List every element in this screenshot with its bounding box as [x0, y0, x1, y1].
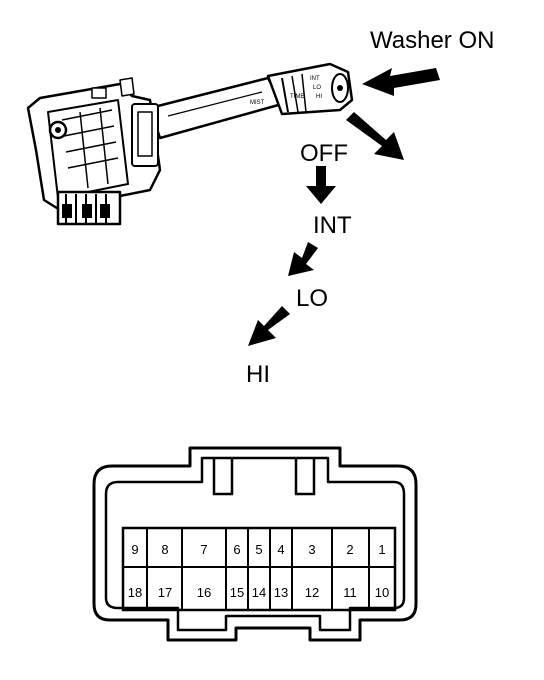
terminal-8: 8: [161, 542, 168, 557]
connector-housing-outer: [92, 446, 418, 642]
arrow-washer: [362, 68, 440, 96]
terminal-14: 14: [252, 585, 266, 600]
terminal-grid: [121, 526, 397, 612]
terminal-2: 2: [346, 542, 353, 557]
terminal-16: 16: [197, 585, 211, 600]
switch-mark-hi: HI: [316, 94, 322, 100]
switch-mark-int: INT: [310, 76, 320, 82]
terminal-1: 1: [378, 542, 385, 557]
terminal-17: 17: [158, 585, 172, 600]
label-washer-on: Washer ON: [370, 27, 494, 54]
terminal-5: 5: [255, 542, 262, 557]
label-int: INT: [313, 212, 352, 239]
terminal-18: 18: [128, 585, 142, 600]
label-lo: LO: [296, 285, 328, 312]
terminal-11: 11: [343, 585, 357, 600]
arrow-off-to-int: [306, 166, 336, 204]
terminal-7: 7: [200, 542, 207, 557]
terminal-3: 3: [308, 542, 315, 557]
label-off: OFF: [300, 140, 348, 167]
terminal-6: 6: [233, 542, 240, 557]
switch-mark-time: TIME: [290, 94, 304, 100]
switch-rotary-knob: [266, 62, 354, 116]
terminal-9: 9: [131, 542, 138, 557]
switch-mark-lo: LO: [313, 85, 321, 91]
arrow-off: [346, 112, 404, 160]
connector-housing-inner: [104, 456, 406, 632]
arrow-int-to-lo: [288, 242, 318, 276]
connector-face: [92, 446, 418, 642]
terminal-4: 4: [277, 542, 284, 557]
wiper-switch-assembly: [26, 62, 354, 226]
terminal-12: 12: [305, 585, 319, 600]
arrow-lo-to-hi: [248, 306, 290, 346]
terminal-13: 13: [274, 585, 288, 600]
terminal-15: 15: [230, 585, 244, 600]
label-hi: HI: [246, 361, 270, 388]
switch-mark-mist: MIST: [250, 100, 265, 106]
terminal-10: 10: [375, 585, 389, 600]
switch-lever-stalk: [148, 76, 284, 140]
